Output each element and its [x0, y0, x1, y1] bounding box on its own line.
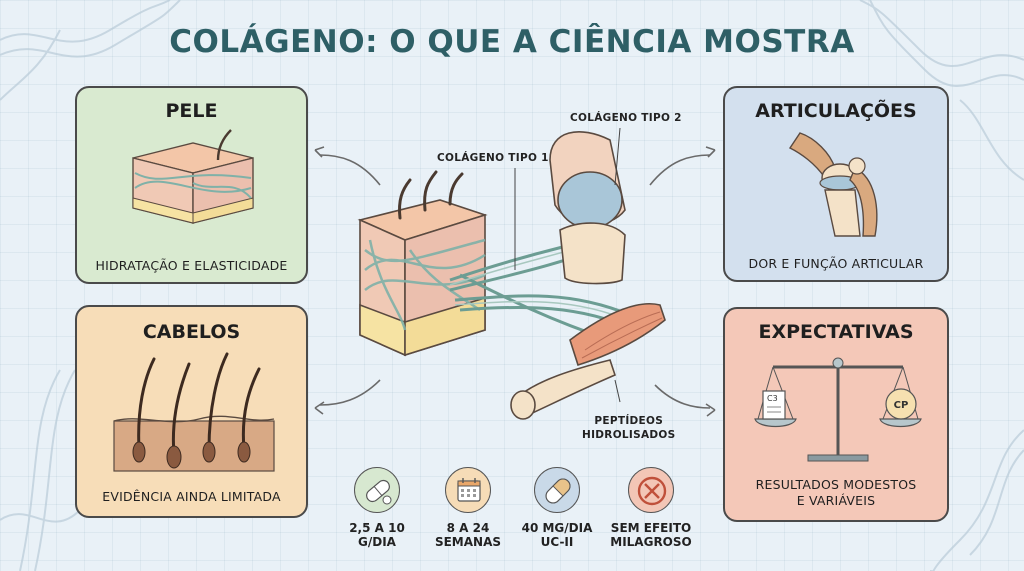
metric-sem-efeito-line2: milagroso — [610, 535, 692, 549]
metric-uc-ii: 40 mg/dia UC-II — [502, 467, 612, 549]
calendar-icon — [457, 478, 481, 502]
pill-icon — [366, 479, 392, 505]
scale-left-label: C3 — [767, 394, 778, 403]
capsule-icon — [545, 478, 571, 504]
card-expectativas-caption-line2: e variáveis — [796, 493, 876, 508]
arrow-to-cabelos — [319, 379, 381, 406]
card-expectativas-caption-line1: Resultados modestos — [755, 477, 917, 492]
no-miracle-icon — [637, 476, 667, 506]
metric-uc-ii-line2: UC-II — [540, 535, 574, 549]
card-cabelos: CABELOS Evidência ainda limitada — [75, 305, 308, 518]
label-colageno-tipo-1: Colágeno tipo 1 — [437, 152, 549, 164]
metric-dose-line1: 2,5 a 10 — [349, 521, 405, 535]
metric-dose-circle — [354, 467, 400, 513]
card-articulacoes-caption: Dor e função articular — [748, 256, 924, 271]
card-expectativas: EXPECTATIVAS C3 CP Resultados modestos e — [723, 307, 949, 522]
label-peptideos: Peptídeos hidrolisados — [582, 414, 676, 442]
arrow-to-expectativas — [654, 384, 711, 409]
balance-scale-icon: C3 CP — [754, 357, 922, 462]
muscle-bone — [510, 302, 666, 420]
hair-follicle-icon — [113, 352, 275, 472]
metric-sem-efeito-line1: Sem efeito — [610, 521, 692, 535]
metric-duracao: 8 a 24 semanas — [413, 467, 523, 549]
arrow-to-pele — [319, 154, 381, 186]
page-title: COLÁGENO: O QUE A CIÊNCIA MOSTRA — [169, 24, 855, 60]
knee-joint — [549, 131, 626, 285]
metric-dose-line2: g/dia — [358, 535, 396, 549]
metric-duracao-line2: semanas — [434, 535, 502, 549]
metric-sem-efeito-circle — [628, 467, 674, 513]
label-peptideos-line2: hidrolisados — [582, 429, 676, 441]
collagen-fiber-illustration — [314, 127, 716, 420]
metric-uc-ii-line1: 40 mg/dia — [521, 521, 593, 535]
metric-duracao-line1: 8 a 24 — [446, 521, 490, 535]
label-colageno-tipo-2: Colágeno tipo 2 — [570, 112, 682, 124]
knee-icon — [788, 132, 878, 237]
metric-dose-colageno: 2,5 a 10 g/dia — [322, 467, 432, 549]
card-cabelos-title: CABELOS — [142, 321, 241, 343]
metric-duracao-circle — [445, 467, 491, 513]
metric-sem-efeito: Sem efeito milagroso — [596, 467, 706, 549]
card-pele-caption: Hidratação e elasticidade — [95, 258, 288, 273]
card-articulacoes: ARTICULAÇÕES Dor e função articular — [723, 86, 949, 282]
metric-uc-ii-circle — [534, 467, 580, 513]
card-cabelos-caption: Evidência ainda limitada — [102, 489, 281, 504]
card-expectativas-caption: Resultados modestos e variáveis — [725, 477, 947, 509]
card-articulacoes-title: ARTICULAÇÕES — [755, 100, 917, 122]
arrow-to-articulacoes — [649, 154, 711, 186]
scale-right-label: CP — [894, 400, 909, 411]
card-expectativas-title: EXPECTATIVAS — [758, 321, 914, 343]
label-peptideos-line1: Peptídeos — [594, 415, 664, 427]
card-pele: PELE Hidratação e elasticidade — [75, 86, 308, 284]
skin-layer-icon — [132, 129, 254, 224]
card-pele-title: PELE — [165, 100, 218, 122]
